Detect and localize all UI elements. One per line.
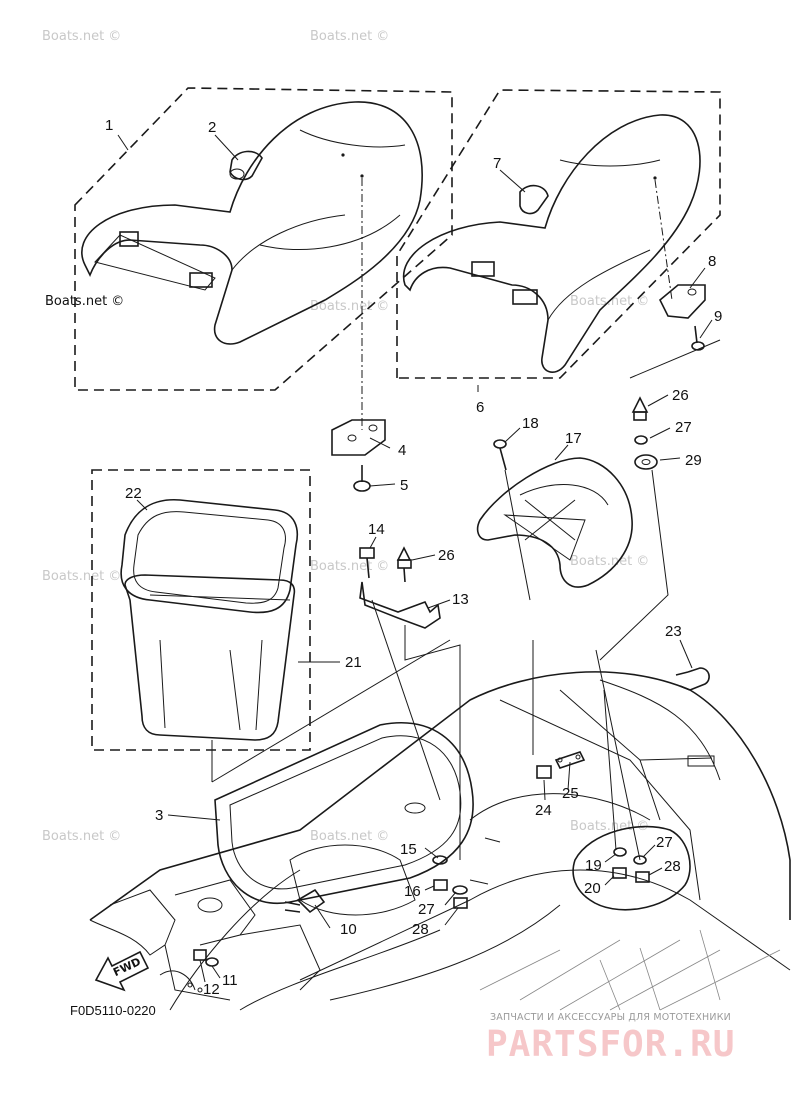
callout-24: 24 <box>535 802 552 819</box>
callout-20: 20 <box>584 880 601 897</box>
shop-tagline: ЗАПЧАСТИ И АКСЕССУАРЫ ДЛЯ МОТОТЕХНИКИ <box>490 1012 731 1023</box>
plate-25 <box>554 751 586 769</box>
callout-labels: 1 2 3 4 5 6 7 8 9 10 11 12 13 14 15 16 1… <box>105 117 722 998</box>
callout-28: 28 <box>412 921 429 938</box>
callout-5: 5 <box>400 477 408 494</box>
callout-21: 21 <box>345 654 362 671</box>
leader-lines <box>117 134 713 983</box>
callout-25: 25 <box>562 785 579 802</box>
callout-11: 11 <box>222 972 238 989</box>
callout-23: 23 <box>665 623 682 640</box>
fwd-arrow: FWD <box>94 950 150 992</box>
callout-7: 7 <box>493 155 501 172</box>
callout-18: 18 <box>522 415 539 432</box>
callout-27: 27 <box>675 419 692 436</box>
callout-16: 16 <box>404 883 421 900</box>
clip-10 <box>284 888 326 914</box>
bolt-5 <box>353 465 371 492</box>
seal-22 <box>120 498 299 614</box>
callout-2: 2 <box>208 119 216 136</box>
watermark: Boats.net © <box>42 829 121 844</box>
washer-11 <box>205 957 219 967</box>
callout-8: 8 <box>708 253 716 270</box>
screw-18 <box>493 439 507 471</box>
callout-17: 17 <box>565 430 582 447</box>
callout-27-c: 27 <box>656 834 673 851</box>
nut-24 <box>536 765 552 779</box>
watermark: Boats.net © <box>310 559 389 574</box>
watermark: Boats.net © <box>310 299 389 314</box>
callout-29: 29 <box>685 452 702 469</box>
watermark: Boats.net © <box>45 294 124 309</box>
watermark: Boats.net © <box>42 569 121 584</box>
bracket-8 <box>659 284 706 319</box>
shop-logo[interactable]: PARTSFOR.RU <box>486 1024 736 1065</box>
front-seat-boundary <box>74 87 453 391</box>
bolt-14 <box>359 547 375 579</box>
frame-3 <box>214 722 474 905</box>
watermark: Boats.net © <box>310 829 389 844</box>
callout-14: 14 <box>368 521 385 538</box>
callout-19: 19 <box>585 857 602 874</box>
watermark: Boats.net © <box>570 554 649 569</box>
grab-handle-17 <box>476 457 633 588</box>
callout-27-b: 27 <box>418 901 435 918</box>
callout-9: 9 <box>714 308 722 325</box>
watermark-group: Boats.net © Boats.net © Boats.net © Boat… <box>42 29 649 844</box>
callout-26: 26 <box>672 387 689 404</box>
callout-15: 15 <box>400 841 417 858</box>
storage-box-boundary <box>91 469 311 751</box>
diagram-code: F0D5110-0220 <box>70 1003 156 1018</box>
fastener-stack-right <box>631 396 658 470</box>
callout-28-b: 28 <box>664 858 681 875</box>
watermark: Boats.net © <box>570 819 649 834</box>
callout-4: 4 <box>398 442 406 459</box>
watermark: Boats.net © <box>42 29 121 44</box>
rear-seat <box>402 114 701 373</box>
callout-26-b: 26 <box>438 547 455 564</box>
bracket-13 <box>359 581 441 629</box>
u-bolt-23 <box>675 667 710 691</box>
fastener-stack-center <box>432 855 468 909</box>
callout-1: 1 <box>105 117 113 134</box>
callout-10: 10 <box>340 921 357 938</box>
bracket-4 <box>331 419 386 456</box>
callout-13: 13 <box>452 591 469 608</box>
rear-seat-boundary <box>396 89 721 379</box>
storage-box-21 <box>124 574 296 741</box>
bolt-9 <box>691 325 705 351</box>
front-seat <box>81 101 423 345</box>
callout-6: 6 <box>476 399 484 416</box>
plate-group-right <box>572 825 691 911</box>
watermark: Boats.net © <box>310 29 389 44</box>
nut-12 <box>193 949 207 961</box>
callout-3: 3 <box>155 807 163 824</box>
stud-26 <box>396 546 412 583</box>
callout-22: 22 <box>125 485 142 502</box>
callout-12: 12 <box>203 981 220 998</box>
